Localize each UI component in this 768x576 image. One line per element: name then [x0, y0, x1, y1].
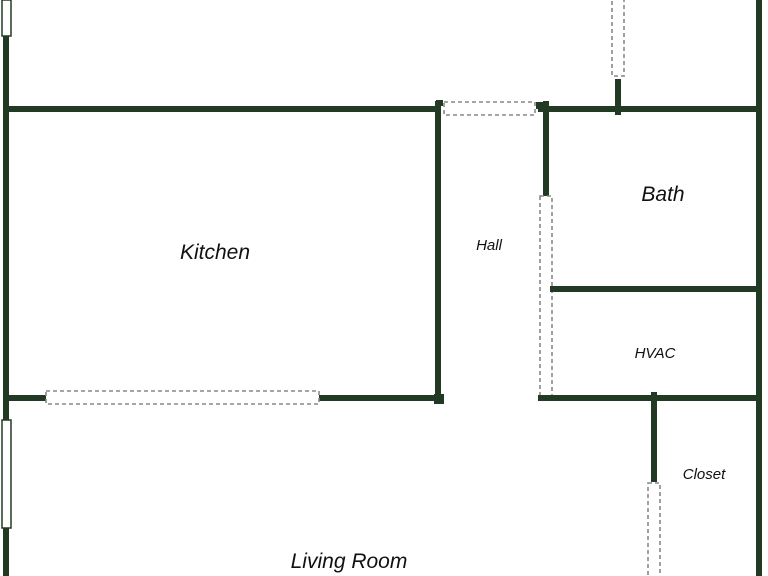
room-label-bath: Bath: [641, 183, 684, 206]
room-label-living-room: Living Room: [291, 550, 408, 573]
window-left-lower: [1, 419, 12, 529]
room-label-closet: Closet: [683, 466, 726, 483]
wall-cap: [536, 102, 543, 109]
doorway-closet-fill: [647, 482, 661, 576]
doorway-closet: [647, 482, 661, 576]
opening-kitchen-living-fill: [46, 391, 319, 405]
doorway-bath-hvac-fill: [539, 196, 553, 397]
room-label-hvac: HVAC: [635, 345, 676, 362]
doorway-upper: [611, 0, 625, 77]
doorway-upper-fill: [611, 0, 625, 77]
opening-kitchen-living: [45, 390, 320, 405]
window-left-upper: [1, 0, 12, 37]
room-label-kitchen: Kitchen: [180, 241, 250, 264]
room-label-hall: Hall: [476, 237, 503, 254]
doorway-hall-top: [443, 101, 536, 116]
doorway-hall-top-fill: [441, 103, 538, 116]
